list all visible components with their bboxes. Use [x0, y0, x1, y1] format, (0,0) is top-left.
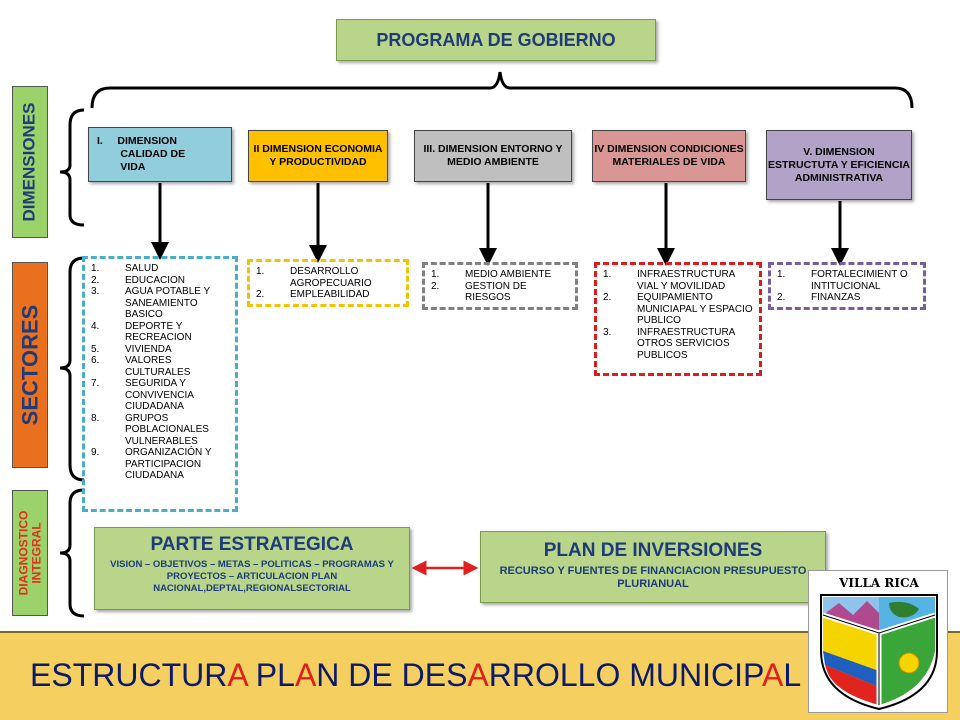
sector-item: 2.GESTION DE RIESGOS	[431, 280, 527, 304]
program-title: PROGRAMA DE GOBIERNO	[336, 19, 656, 61]
dimension-box-1: I. DIMENSION CALIDAD DE VIDA	[88, 127, 232, 182]
dimension-box-3: III. DIMENSION ENTORNO Y MEDIO AMBIENTE	[414, 130, 572, 182]
dimension-box-5: V. DIMENSION ESTRUCTUTA Y EFICIENCIA ADM…	[766, 130, 912, 200]
sector-list-4: 1.INFRAESTRUCTURA VIAL Y MOVILIDAD 2.EQU…	[603, 269, 753, 361]
dimension-box-2: II DIMENSION ECONOMIA Y PRODUCTIVIDAD	[248, 130, 388, 182]
sector-item: 1.SALUD	[91, 263, 159, 274]
top-brace	[90, 71, 914, 109]
strategic-subtitle: VISION – OBJETIVOS – METAS – POLITICAS –…	[110, 559, 394, 594]
bracket-sectores	[59, 256, 85, 482]
sector-item: 5.VIVIENDA	[91, 343, 172, 355]
bracket-diagnostico	[59, 488, 85, 618]
sector-item: 1.FORTALECIMIENT O INTITUCIONAL	[777, 269, 908, 292]
side-label-sectores-text: SECTORES	[17, 304, 42, 426]
sector-item: 6.VALORES CULTURALES	[91, 355, 191, 378]
sector-item: 2.EMPLEABILIDAD	[256, 289, 370, 300]
investment-plan-box: PLAN DE INVERSIONES RECURSO Y FUENTES DE…	[480, 531, 826, 603]
footer-banner: ESTRUCTURA PLAN DE DESARROLLO MUNICIPAL	[0, 631, 960, 720]
sector-box-3: 1.MEDIO AMBIENTE 2.GESTION DE RIESGOS	[422, 262, 578, 310]
municipal-crest: VILLA RICA	[808, 570, 948, 713]
sector-box-5: 1.FORTALECIMIENT O INTITUCIONAL 2.FINANZ…	[768, 262, 926, 310]
sector-item: 7.SEGURIDA Y CONVIVENCIA CIUDADANA	[91, 378, 194, 412]
banner-title: ESTRUCTURA PLAN DE DESARROLLO MUNICIPAL	[30, 657, 802, 693]
dimension-label-4: IV DIMENSION CONDICIONES MATERIALES DE V…	[594, 143, 744, 168]
bracket-dimensiones	[59, 108, 85, 227]
dimension-label-3: III. DIMENSION ENTORNO Y MEDIO AMBIENTE	[423, 143, 563, 168]
sector-item: 1.DESARROLLO AGROPECUARIO	[256, 266, 372, 289]
sector-item: 9.ORGANIZACIÓN Y PARTICIPACION CIUDADANA	[91, 447, 212, 481]
sector-list-5: 1.FORTALECIMIENT O INTITUCIONAL 2.FINANZ…	[777, 269, 917, 304]
sector-list-3: 1.MEDIO AMBIENTE 2.GESTION DE RIESGOS	[431, 269, 569, 304]
crest-name: VILLA RICA	[839, 576, 919, 590]
strategic-title: PARTE ESTRATEGICA	[150, 534, 354, 555]
sector-list-1: 1.SALUD 2.EDUCACION 3.AGUA POTABLE Y SAN…	[91, 263, 229, 482]
dimension-label-1: I. DIMENSION CALIDAD DE VIDA	[97, 135, 186, 173]
side-label-sectores: SECTORES	[12, 262, 48, 468]
side-label-dimensiones: DIMENSIONES	[12, 86, 48, 238]
sector-item: 4.DEPORTE Y RECREACION	[91, 320, 192, 344]
crest-shield-icon	[820, 594, 938, 711]
sector-item: 1.INFRAESTRUCTURA VIAL Y MOVILIDAD	[603, 269, 735, 292]
sector-list-2: 1.DESARROLLO AGROPECUARIO 2.EMPLEABILIDA…	[256, 266, 400, 301]
dimension-box-4: IV DIMENSION CONDICIONES MATERIALES DE V…	[592, 130, 746, 182]
side-label-diagnostico-text: DIAGNOSTICO INTEGRAL	[16, 510, 44, 596]
sector-box-2: 1.DESARROLLO AGROPECUARIO 2.EMPLEABILIDA…	[247, 259, 409, 307]
investment-subtitle: RECURSO Y FUENTES DE FINANCIACION PRESUP…	[499, 565, 807, 590]
sector-item: 8.GRUPOS POBLACIONALES VULNERABLES	[91, 412, 209, 447]
investment-title: PLAN DE INVERSIONES	[543, 540, 763, 561]
sector-item: 1.MEDIO AMBIENTE	[431, 269, 552, 280]
sector-item: 3.AGUA POTABLE Y SANEAMIENTO BASICO	[91, 286, 211, 320]
dimension-label-2: II DIMENSION ECONOMIA Y PRODUCTIVIDAD	[253, 143, 383, 168]
sector-item: 2.EQUIPAMIENTO MUNICIAPAL Y ESPACIO PUBL…	[603, 292, 753, 326]
dimension-label-5: V. DIMENSION ESTRUCTUTA Y EFICIENCIA ADM…	[768, 145, 910, 184]
sector-item: 2.EDUCACION	[91, 274, 186, 286]
sector-item: 2.FINANZAS	[777, 292, 861, 303]
sector-box-1: 1.SALUD 2.EDUCACION 3.AGUA POTABLE Y SAN…	[82, 256, 238, 512]
sector-box-4: 1.INFRAESTRUCTURA VIAL Y MOVILIDAD 2.EQU…	[594, 262, 762, 376]
side-label-dimensiones-text: DIMENSIONES	[20, 102, 39, 222]
side-label-diagnostico: DIAGNOSTICO INTEGRAL	[12, 490, 48, 616]
strategic-part-box: PARTE ESTRATEGICA VISION – OBJETIVOS – M…	[94, 527, 410, 610]
sector-item: 3.INFRAESTRUCTURA OTROS SERVICIOS PUBLIC…	[603, 326, 735, 361]
